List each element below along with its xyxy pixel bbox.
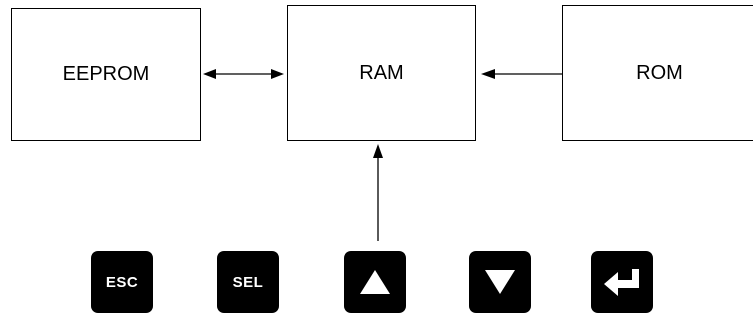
eeprom-block: EEPROM — [11, 8, 201, 141]
ram-block: RAM — [287, 5, 476, 141]
enter-key[interactable] — [591, 251, 653, 313]
ram-label: RAM — [359, 61, 404, 84]
eeprom-label: EEPROM — [62, 63, 150, 85]
rom-to-ram-arrow — [481, 69, 562, 79]
rom-block: ROM — [562, 5, 753, 141]
rom-label: ROM — [636, 61, 683, 84]
triangle-down-icon — [485, 270, 515, 294]
esc-key-label: ESC — [105, 273, 139, 291]
enter-arrow-icon — [604, 269, 639, 296]
sel-key-label: SEL — [232, 273, 264, 291]
up-key[interactable] — [344, 251, 406, 313]
sel-key[interactable]: SEL — [217, 251, 279, 313]
down-key[interactable] — [469, 251, 531, 313]
triangle-up-icon — [360, 270, 390, 294]
eeprom-ram-bidirectional-arrow — [203, 69, 284, 79]
keypad-to-ram-arrow — [373, 144, 383, 241]
esc-key[interactable]: ESC — [91, 251, 153, 313]
